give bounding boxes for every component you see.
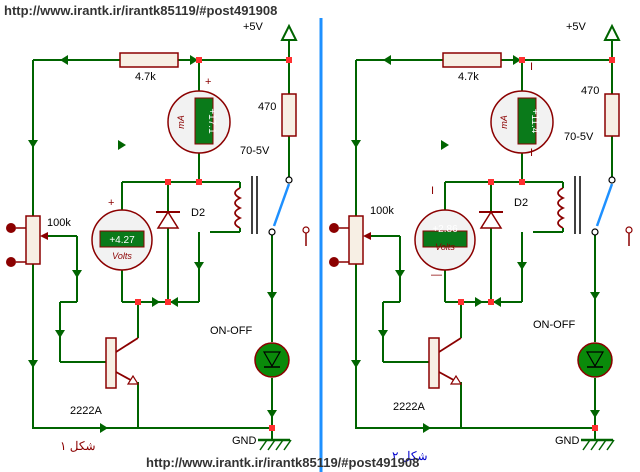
voltmeter-minus: — bbox=[431, 269, 442, 281]
watermark-bottom: http://www.irantk.ir/irantk85119/#post49… bbox=[146, 455, 419, 470]
ammeter-reading: +17.1 bbox=[206, 108, 217, 134]
transistor-label: 2222A bbox=[393, 401, 425, 413]
relay-label: 70-5V bbox=[564, 131, 594, 143]
ground-label: GND bbox=[555, 435, 580, 447]
pot-label: 100k bbox=[47, 217, 71, 229]
ammeter-plus: + bbox=[205, 76, 211, 88]
voltmeter-unit: Volts bbox=[435, 242, 455, 252]
switch-label: ON-OFF bbox=[533, 319, 575, 331]
voltmeter-plus: I bbox=[431, 185, 434, 197]
ammeter-plus: I bbox=[530, 61, 533, 73]
resistor-coil-label: 470 bbox=[581, 85, 599, 97]
voltmeter-reading: +2.86 bbox=[432, 224, 458, 235]
resistor-coil-label: 470 bbox=[258, 101, 276, 113]
caption-figure: شكل ۲ bbox=[392, 449, 428, 463]
pot-label: 100k bbox=[370, 205, 394, 217]
resistor-top-label: 4.7k bbox=[135, 71, 156, 83]
switch-label: ON-OFF bbox=[210, 325, 252, 337]
voltmeter-unit: Volts bbox=[112, 251, 132, 261]
voltmeter-plus: + bbox=[108, 197, 114, 209]
ammeter-minus: I bbox=[530, 147, 533, 159]
ammeter-unit: mA bbox=[499, 115, 509, 129]
voltmeter-reading: +4.27 bbox=[109, 235, 135, 246]
ammeter-reading: +11.4 bbox=[529, 109, 540, 134]
ammeter-unit: mA bbox=[176, 115, 186, 129]
transistor-label: 2222A bbox=[70, 405, 102, 417]
diode-label: D2 bbox=[514, 197, 528, 209]
diode-label: D2 bbox=[191, 207, 205, 219]
watermark-top: http://www.irantk.ir/irantk85119/#post49… bbox=[4, 3, 277, 18]
circuit-1 bbox=[4, 24, 311, 452]
resistor-top-label: 4.7k bbox=[458, 71, 479, 83]
caption-figure: شكل ۱ bbox=[60, 439, 96, 453]
relay-label: 70-5V bbox=[240, 145, 270, 157]
supply-label: +5V bbox=[243, 21, 264, 33]
ground-label: GND bbox=[232, 435, 257, 447]
supply-label: +5V bbox=[566, 21, 587, 33]
